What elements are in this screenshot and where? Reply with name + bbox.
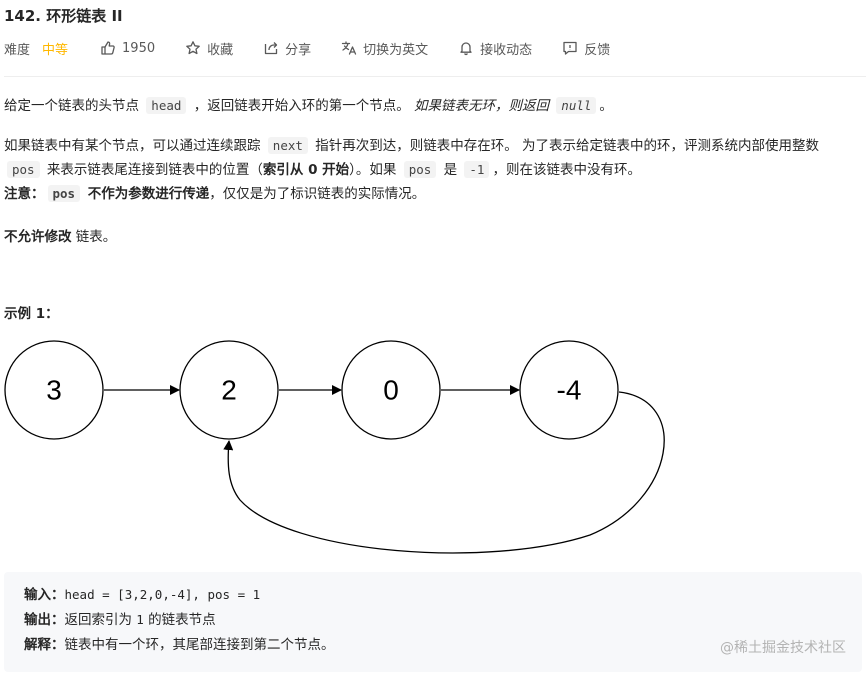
desc-text: 给定一个链表的头节点 xyxy=(4,98,144,114)
note-label: 注意： xyxy=(4,186,45,202)
share-button[interactable]: 分享 xyxy=(263,39,311,58)
code-null: null xyxy=(556,97,597,114)
notify-label: 接收动态 xyxy=(480,42,533,58)
desc-text: ）。如果 xyxy=(349,162,401,178)
meta-bar: 难度 中等 1950 收藏 分享 切换为英文 接收动 xyxy=(4,38,640,58)
output-text: 返回索引为 xyxy=(64,612,137,628)
input-label: 输入： xyxy=(24,587,65,603)
share-icon xyxy=(264,42,278,55)
switch-language-button[interactable]: 切换为英文 xyxy=(341,39,428,58)
translate-icon xyxy=(342,41,357,55)
difficulty-badge: 中等 xyxy=(42,42,69,58)
code-minus-one: -1 xyxy=(464,161,490,178)
output-text: 的链表节点 xyxy=(143,612,216,628)
feedback-icon xyxy=(563,41,577,55)
node-value-2: 2 xyxy=(221,375,237,406)
switch-language-label: 切换为英文 xyxy=(363,42,429,58)
code-head: head xyxy=(146,97,187,114)
star-icon xyxy=(186,41,200,55)
desc-italic: 如果链表无环，则返回 xyxy=(414,98,554,114)
example-heading: 示例 1： xyxy=(4,306,59,322)
node-value-1: 3 xyxy=(46,375,62,406)
description-paragraph-4: 不允许修改 链表。 xyxy=(4,225,860,249)
feedback-label: 反馈 xyxy=(584,42,611,58)
desc-text: 链表。 xyxy=(71,229,117,245)
desc-bold: 索引从 0 开始 xyxy=(262,162,350,178)
favorite-button[interactable]: 收藏 xyxy=(185,39,233,58)
description-paragraph-2: 如果链表中有某个节点，可以通过连续跟踪 next 指针再次到达，则链表中存在环。… xyxy=(4,134,860,206)
linked-list-diagram: 3 2 0 -4 xyxy=(4,340,665,554)
description-paragraph-1: 给定一个链表的头节点 head ，返回链表开始入环的第一个节点。 如果链表无环，… xyxy=(4,94,860,118)
node-circle-2 xyxy=(179,340,279,440)
watermark: @稀土掘金技术社区 xyxy=(720,640,846,656)
example-input: 输入：head = [3,2,0,-4], pos = 1 xyxy=(24,584,260,606)
code-pos-note: pos xyxy=(47,185,81,202)
desc-text: ，则在该链表中没有环。 xyxy=(492,162,641,178)
desc-text: ，仅仅是为了标识链表的实际情况。 xyxy=(209,186,426,202)
explain-value: 链表中有一个环，其尾部连接到第二个节点。 xyxy=(64,637,335,653)
notify-button[interactable]: 接收动态 xyxy=(458,39,532,58)
like-count: 1950 xyxy=(122,40,156,56)
desc-text: 是 xyxy=(439,162,462,178)
desc-text: ，返回链表开始入环的第一个节点。 xyxy=(189,98,414,114)
desc-text: 。 xyxy=(599,98,613,114)
desc-text: 指针再次到达，则链表中存在环。 为了表示给定链表中的环，评测系统内部使用整数 xyxy=(310,138,819,154)
like-button[interactable]: 1950 xyxy=(100,40,155,56)
desc-text: 来表示链表尾连接到链表中的位置（ xyxy=(42,162,263,178)
output-code: 1 xyxy=(136,612,144,627)
no-modify-bold: 不允许修改 xyxy=(4,229,72,245)
problem-title: 142. 环形链表 II xyxy=(4,7,123,25)
example-explanation: 解释：链表中有一个环，其尾部连接到第二个节点。 xyxy=(24,634,335,656)
input-value: head = [3,2,0,-4], pos = 1 xyxy=(64,587,261,602)
explain-label: 解释： xyxy=(24,637,65,653)
difficulty-label: 难度 xyxy=(4,42,31,58)
node-value-3: 0 xyxy=(383,375,399,406)
output-label: 输出： xyxy=(24,612,65,628)
node-value-4: -4 xyxy=(557,375,582,406)
code-pos: pos xyxy=(403,161,437,178)
example-box: 输入：head = [3,2,0,-4], pos = 1 输出：返回索引为 1… xyxy=(4,572,862,672)
thumbs-up-icon xyxy=(101,41,115,55)
desc-text: 如果链表中有某个节点，可以通过连续跟踪 xyxy=(4,138,265,154)
share-label: 分享 xyxy=(285,42,312,58)
example-output: 输出：返回索引为 1 的链表节点 xyxy=(24,609,216,631)
divider xyxy=(4,76,866,77)
code-pos: pos xyxy=(7,161,40,178)
code-next: next xyxy=(267,137,308,154)
node-circle-1 xyxy=(4,340,104,440)
favorite-label: 收藏 xyxy=(207,42,234,58)
bell-icon xyxy=(460,42,472,56)
cycle-edge-4-2 xyxy=(223,391,665,554)
node-circle-4 xyxy=(519,340,619,440)
note-bold: 不作为参数进行传递 xyxy=(83,186,210,202)
node-circle-3 xyxy=(341,340,441,440)
feedback-button[interactable]: 反馈 xyxy=(562,39,610,58)
